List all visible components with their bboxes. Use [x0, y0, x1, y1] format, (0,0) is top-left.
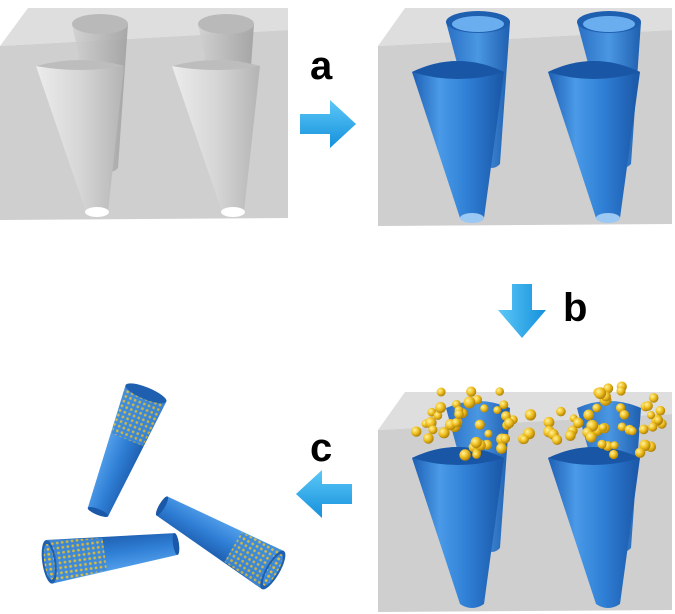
nanoparticle	[411, 426, 422, 437]
nanoparticle	[573, 417, 584, 429]
nanoparticle	[648, 422, 658, 432]
nanoparticle	[433, 411, 443, 420]
released-nanotube-1	[87, 383, 167, 517]
nanoparticle	[459, 449, 471, 461]
nanoparticle	[484, 429, 493, 438]
nanoparticle	[466, 386, 477, 397]
nanoparticle	[634, 447, 646, 458]
arrow-down-icon	[498, 284, 546, 338]
nanoparticle	[556, 406, 566, 417]
nanoparticle	[653, 415, 663, 425]
nanoparticle	[543, 416, 555, 428]
nanoparticle	[610, 441, 619, 450]
nanoparticle	[643, 401, 653, 411]
nanoparticle	[594, 387, 607, 400]
step-label-c: c	[310, 426, 333, 470]
step-label-b: b	[563, 286, 588, 330]
arrow-right-icon	[300, 100, 356, 148]
nanoparticle	[454, 409, 464, 420]
nanoparticle	[495, 387, 505, 396]
nanoparticle	[646, 411, 656, 420]
nanoparticle	[463, 396, 476, 409]
coated-template-block	[378, 8, 672, 226]
released-nanotube-2	[155, 496, 286, 590]
nanoparticle	[493, 406, 502, 415]
nanoparticle	[500, 433, 511, 444]
nanoparticle	[619, 410, 630, 420]
nanoparticle	[470, 436, 482, 449]
nanoparticle	[609, 449, 619, 460]
nanoparticle	[524, 409, 537, 421]
nanoparticle	[499, 400, 509, 410]
nanoparticle	[628, 426, 637, 436]
template-block	[0, 8, 288, 220]
nanoparticle	[592, 403, 602, 413]
nanoparticle	[423, 433, 434, 444]
nanoparticle	[603, 383, 614, 394]
nanoparticle	[519, 435, 529, 444]
nanoparticle	[598, 423, 608, 432]
arrow-left-icon	[296, 470, 352, 518]
nanoparticle	[436, 387, 446, 397]
nanoparticle	[585, 431, 597, 443]
nanoparticle	[496, 443, 507, 454]
nanoparticle	[648, 393, 659, 403]
step-label-a: a	[310, 44, 333, 88]
nanoparticle	[438, 427, 450, 439]
nanoparticle	[655, 405, 666, 416]
nanoparticle	[617, 422, 627, 432]
nanoparticle	[474, 419, 485, 430]
nanoparticle	[451, 418, 461, 428]
nanoparticle	[480, 404, 489, 413]
nanoparticle	[428, 425, 438, 435]
nanoparticle	[552, 434, 563, 445]
nanoparticle-cluster	[411, 381, 667, 461]
nanoparticle	[504, 417, 515, 429]
nanoparticle	[597, 439, 607, 449]
nanoparticle	[616, 386, 626, 396]
nanoparticle	[435, 402, 447, 413]
nanoparticle	[583, 409, 595, 421]
loaded-template-block	[378, 381, 672, 612]
released-nanotube-3	[41, 533, 180, 584]
nanoparticle	[564, 430, 576, 441]
nanoparticle	[472, 450, 481, 459]
nanoparticle	[638, 424, 649, 435]
